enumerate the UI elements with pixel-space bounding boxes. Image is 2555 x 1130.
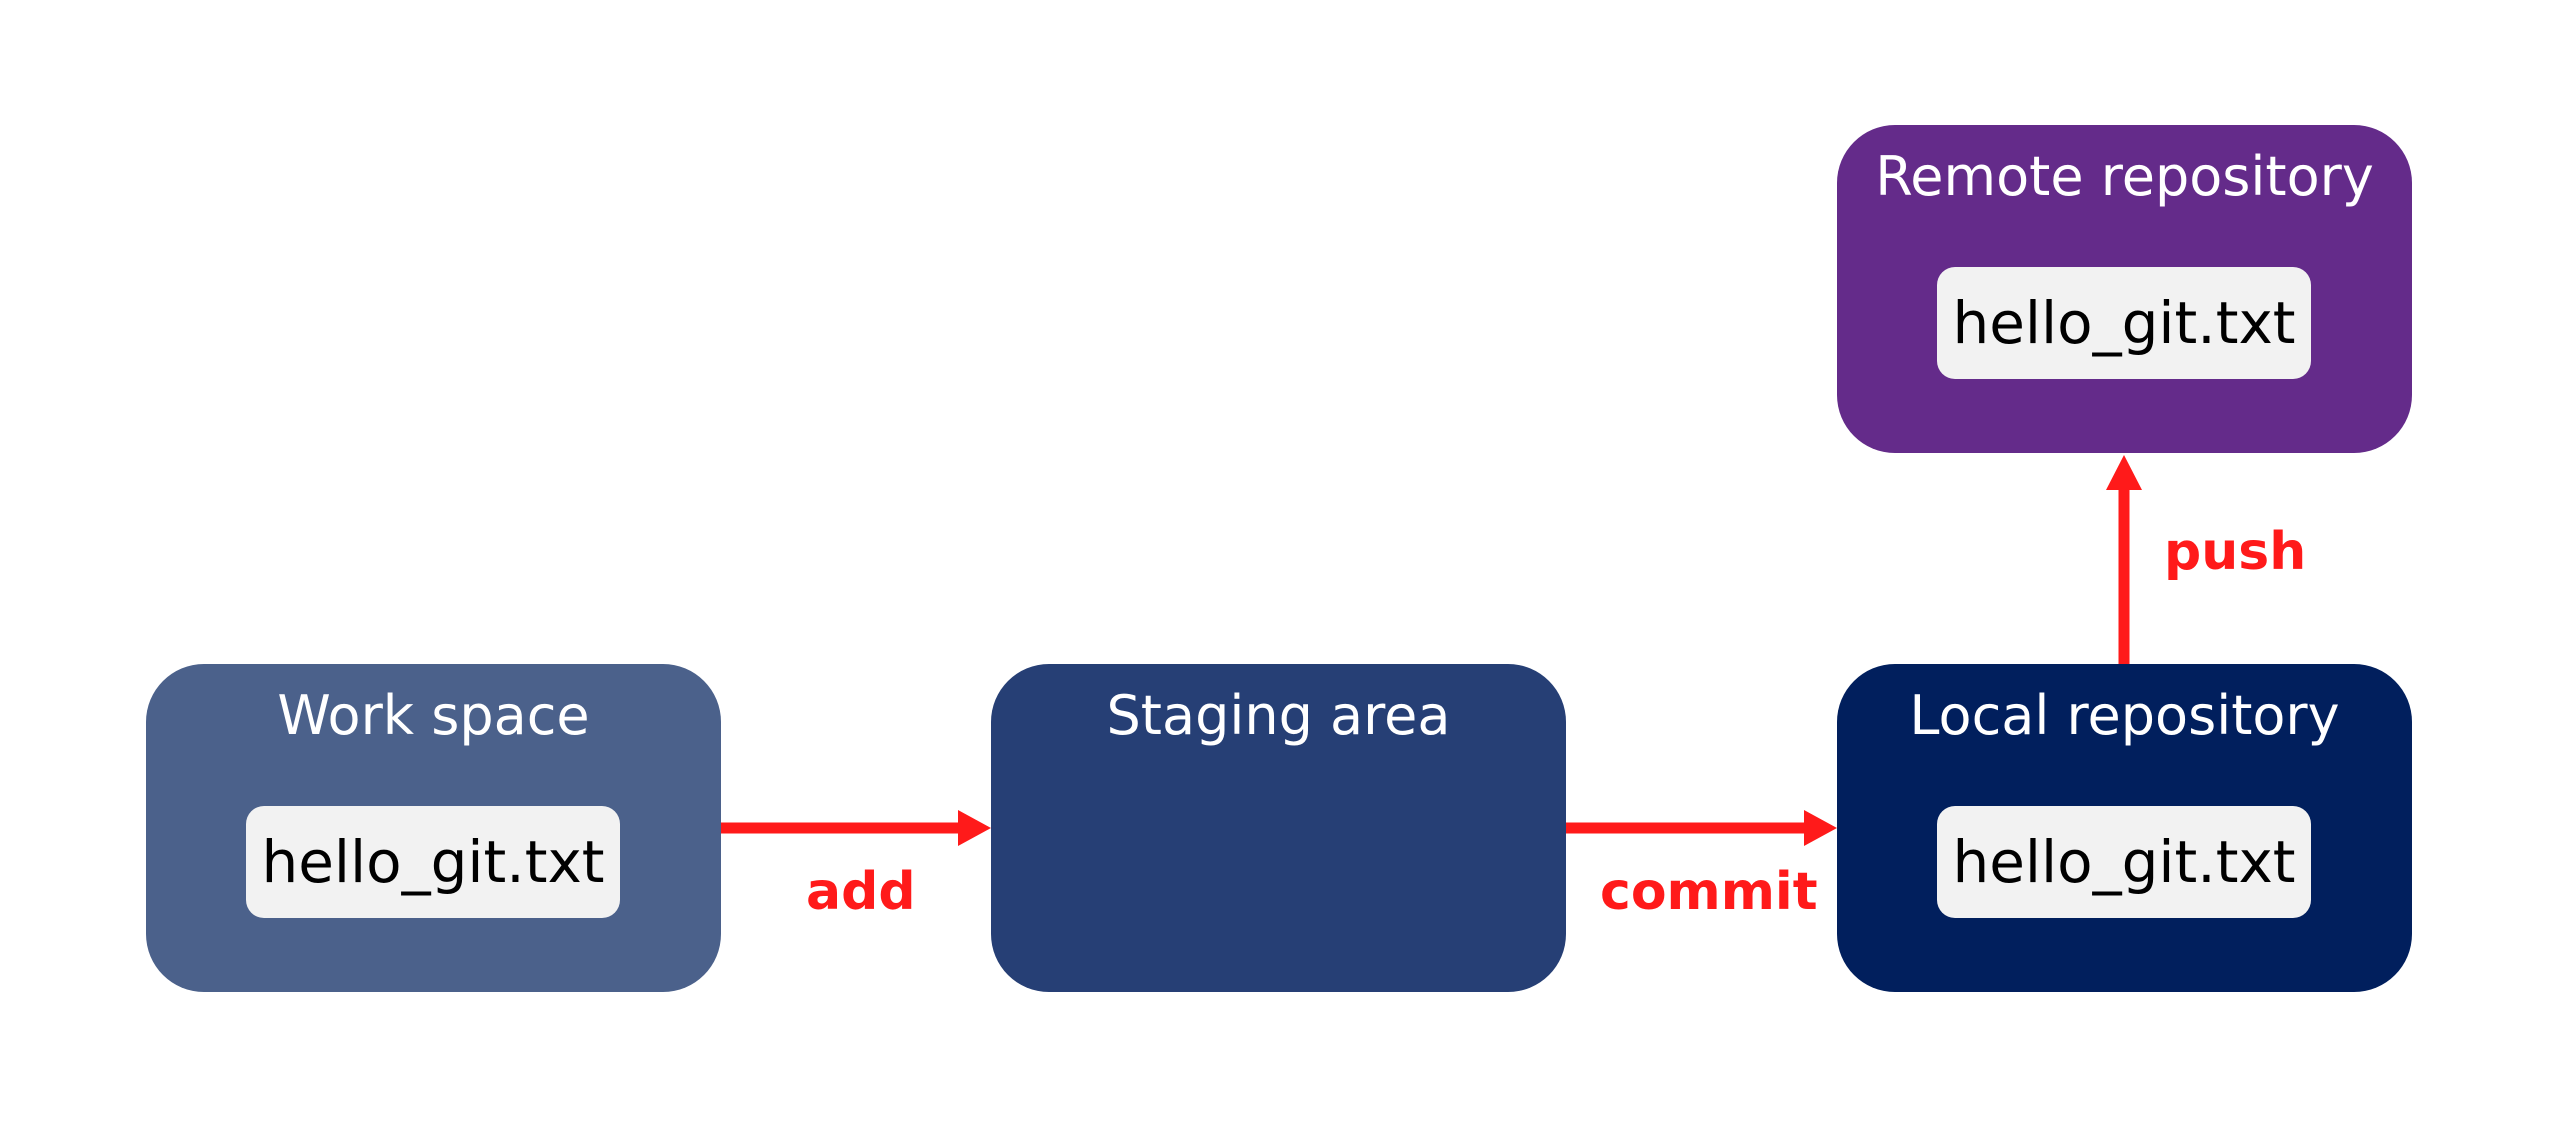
work-space-node: Work space hello_git.txt (146, 664, 721, 992)
commit-arrow (1566, 810, 1837, 846)
push-label: push (2164, 522, 2307, 582)
local-repository-title: Local repository (1909, 684, 2340, 747)
work-space-title: Work space (277, 684, 590, 747)
local-repository-node: Local repository hello_git.txt (1837, 664, 2412, 992)
add-label: add (806, 862, 916, 922)
staging-area-node: Staging area (991, 664, 1566, 992)
commit-arrow-head (1804, 810, 1837, 846)
add-arrow (721, 810, 991, 846)
work-space-file: hello_git.txt (246, 806, 620, 918)
commit-label: commit (1600, 862, 1818, 922)
push-arrow (2106, 455, 2142, 664)
remote-repository-node: Remote repository hello_git.txt (1837, 125, 2412, 453)
remote-repository-title: Remote repository (1875, 145, 2374, 208)
staging-area-title: Staging area (1106, 684, 1451, 747)
local-repository-file: hello_git.txt (1937, 806, 2311, 918)
remote-repository-file: hello_git.txt (1937, 267, 2311, 379)
push-arrow-head (2106, 455, 2142, 490)
add-arrow-head (958, 810, 991, 846)
